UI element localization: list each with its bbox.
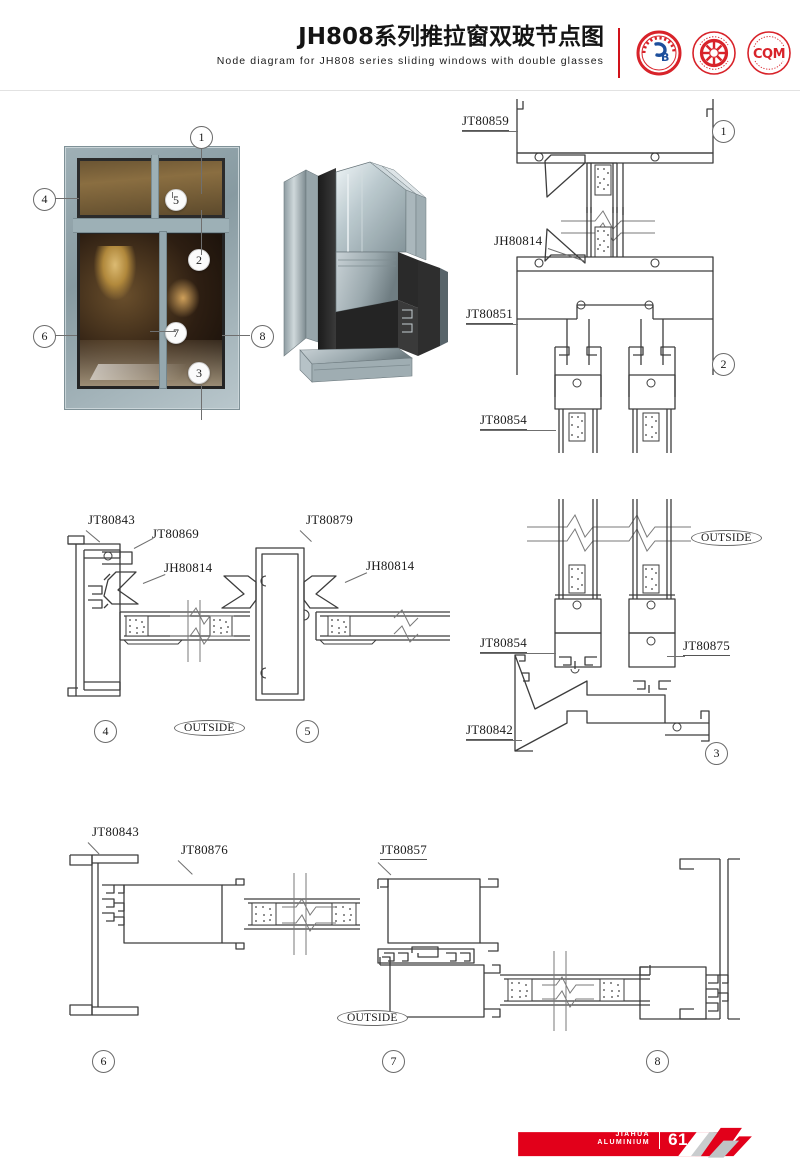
label-jt80879: JT80879 — [306, 512, 353, 528]
label-jt80869: JT80869 — [152, 526, 199, 542]
page-title-chinese: JH808系列推拉窗双玻节点图 — [298, 24, 604, 50]
footer-brand: JIAHUA ALUMINIUM — [597, 1131, 650, 1146]
footer-page-number: 61 — [668, 1130, 688, 1149]
label-jt80843-node6: JT80843 — [92, 824, 139, 840]
certification-logos: B — [624, 29, 792, 77]
overview-callout-4: 4 — [33, 188, 56, 211]
overview-callout-6: 6 — [33, 325, 56, 348]
overview-callout-8: 8 — [251, 325, 274, 348]
node-callout-8: 8 — [646, 1050, 669, 1073]
header-rule — [0, 90, 800, 91]
node-callout-2: 2 — [712, 353, 735, 376]
china-quality-logo — [691, 30, 737, 76]
leader-jt80859 — [462, 131, 518, 132]
leader-jt80842 — [466, 740, 522, 741]
label-text: JH80814 — [494, 233, 543, 248]
leader-jt80875 — [667, 656, 685, 657]
gb-certification-logo: B — [636, 30, 682, 76]
label-jt80857: JT80857 — [380, 842, 427, 860]
overview-callout-1: 1 — [190, 126, 213, 149]
node-callout-6: 6 — [92, 1050, 115, 1073]
leader-jt80851 — [466, 324, 518, 325]
photo-chandelier — [94, 246, 136, 300]
leader-jt80854-lower — [480, 653, 556, 654]
page-header: JH808系列推拉窗双玻节点图 Node diagram for JH808 s… — [0, 0, 800, 92]
node-diagram-1-2-3 — [505, 95, 745, 815]
photo-interior-light — [166, 278, 200, 318]
label-text: JT80843 — [92, 824, 139, 839]
outside-marker-node45: OUTSIDE — [174, 720, 245, 736]
label-jt80854-lower: JT80854 — [480, 635, 527, 653]
label-text: JT80875 — [683, 638, 730, 653]
header-divider — [618, 28, 620, 78]
leader-line-7 — [150, 331, 176, 332]
node-callout-5: 5 — [296, 720, 319, 743]
leader-line-6 — [55, 335, 77, 336]
page-footer: JIAHUA ALUMINIUM 61 — [0, 1105, 800, 1167]
label-text: JT80857 — [380, 842, 427, 857]
label-jt80851: JT80851 — [466, 306, 513, 324]
svg-text:B: B — [661, 51, 669, 64]
label-text: JT80876 — [181, 842, 228, 857]
label-jt80854-upper: JT80854 — [480, 412, 527, 430]
label-jh80814-node5: JH80814 — [366, 558, 414, 574]
leader-line-1 — [201, 146, 202, 194]
photo-mullion-vertical — [151, 155, 159, 219]
photo-badge-3: 3 — [188, 362, 210, 384]
page-title-english: Node diagram for JH808 series sliding wi… — [216, 55, 604, 67]
outside-marker-node3: OUTSIDE — [691, 530, 762, 546]
svg-text:CQM: CQM — [753, 47, 785, 62]
node-callout-1: 1 — [712, 120, 735, 143]
footer-brand-line1: JIAHUA — [615, 1131, 650, 1138]
label-text: JT80854 — [480, 635, 527, 650]
label-jh80814-node2: JH80814 — [494, 233, 542, 249]
footer-red-band — [518, 1127, 752, 1158]
leader-line-4 — [55, 198, 79, 199]
outside-marker-node7: OUTSIDE — [337, 1010, 408, 1026]
photo-badge-5: 5 — [165, 189, 187, 211]
node-diagram-6-7-8 — [60, 845, 740, 1035]
photo-transom — [73, 218, 229, 233]
cqm-certification-logo: CQM — [746, 30, 792, 76]
leader-line-8 — [222, 335, 250, 336]
label-text: JH80814 — [366, 558, 415, 573]
label-jt80859: JT80859 — [462, 113, 509, 131]
label-jt80876: JT80876 — [181, 842, 228, 858]
sliding-window-product-photo: 5 2 7 3 — [64, 146, 240, 410]
label-text: JT80843 — [88, 512, 135, 527]
footer-separator — [659, 1132, 660, 1149]
label-text: JT80854 — [480, 412, 527, 427]
photo-badge-2: 2 — [188, 249, 210, 271]
node-diagram-4-5 — [60, 520, 460, 710]
leader-line-2 — [201, 210, 202, 255]
label-text: JT80879 — [306, 512, 353, 527]
label-text: JT80851 — [466, 306, 513, 321]
leader-jt80854-upper — [480, 430, 556, 431]
label-jt80843-node4: JT80843 — [88, 512, 135, 528]
node-callout-4: 4 — [94, 720, 117, 743]
photo-sash-stile — [159, 231, 167, 389]
label-text: JT80842 — [466, 722, 513, 737]
label-text: JT80869 — [152, 526, 199, 541]
node-callout-7: 7 — [382, 1050, 405, 1073]
photo-badge-7: 7 — [165, 322, 187, 344]
leader-line-5 — [172, 192, 173, 198]
label-jt80842: JT80842 — [466, 722, 513, 740]
node-callout-3: 3 — [705, 742, 728, 765]
label-jt80875: JT80875 — [683, 638, 730, 656]
label-text: JH80814 — [164, 560, 213, 575]
label-jh80814-node4: JH80814 — [164, 560, 212, 576]
aluminium-profile-3d-render — [278, 160, 454, 400]
footer-brand-line2: ALUMINIUM — [597, 1139, 650, 1146]
title-block: JH808系列推拉窗双玻节点图 Node diagram for JH808 s… — [217, 22, 604, 69]
leader-line-3 — [201, 385, 202, 420]
label-text: JT80859 — [462, 113, 509, 128]
